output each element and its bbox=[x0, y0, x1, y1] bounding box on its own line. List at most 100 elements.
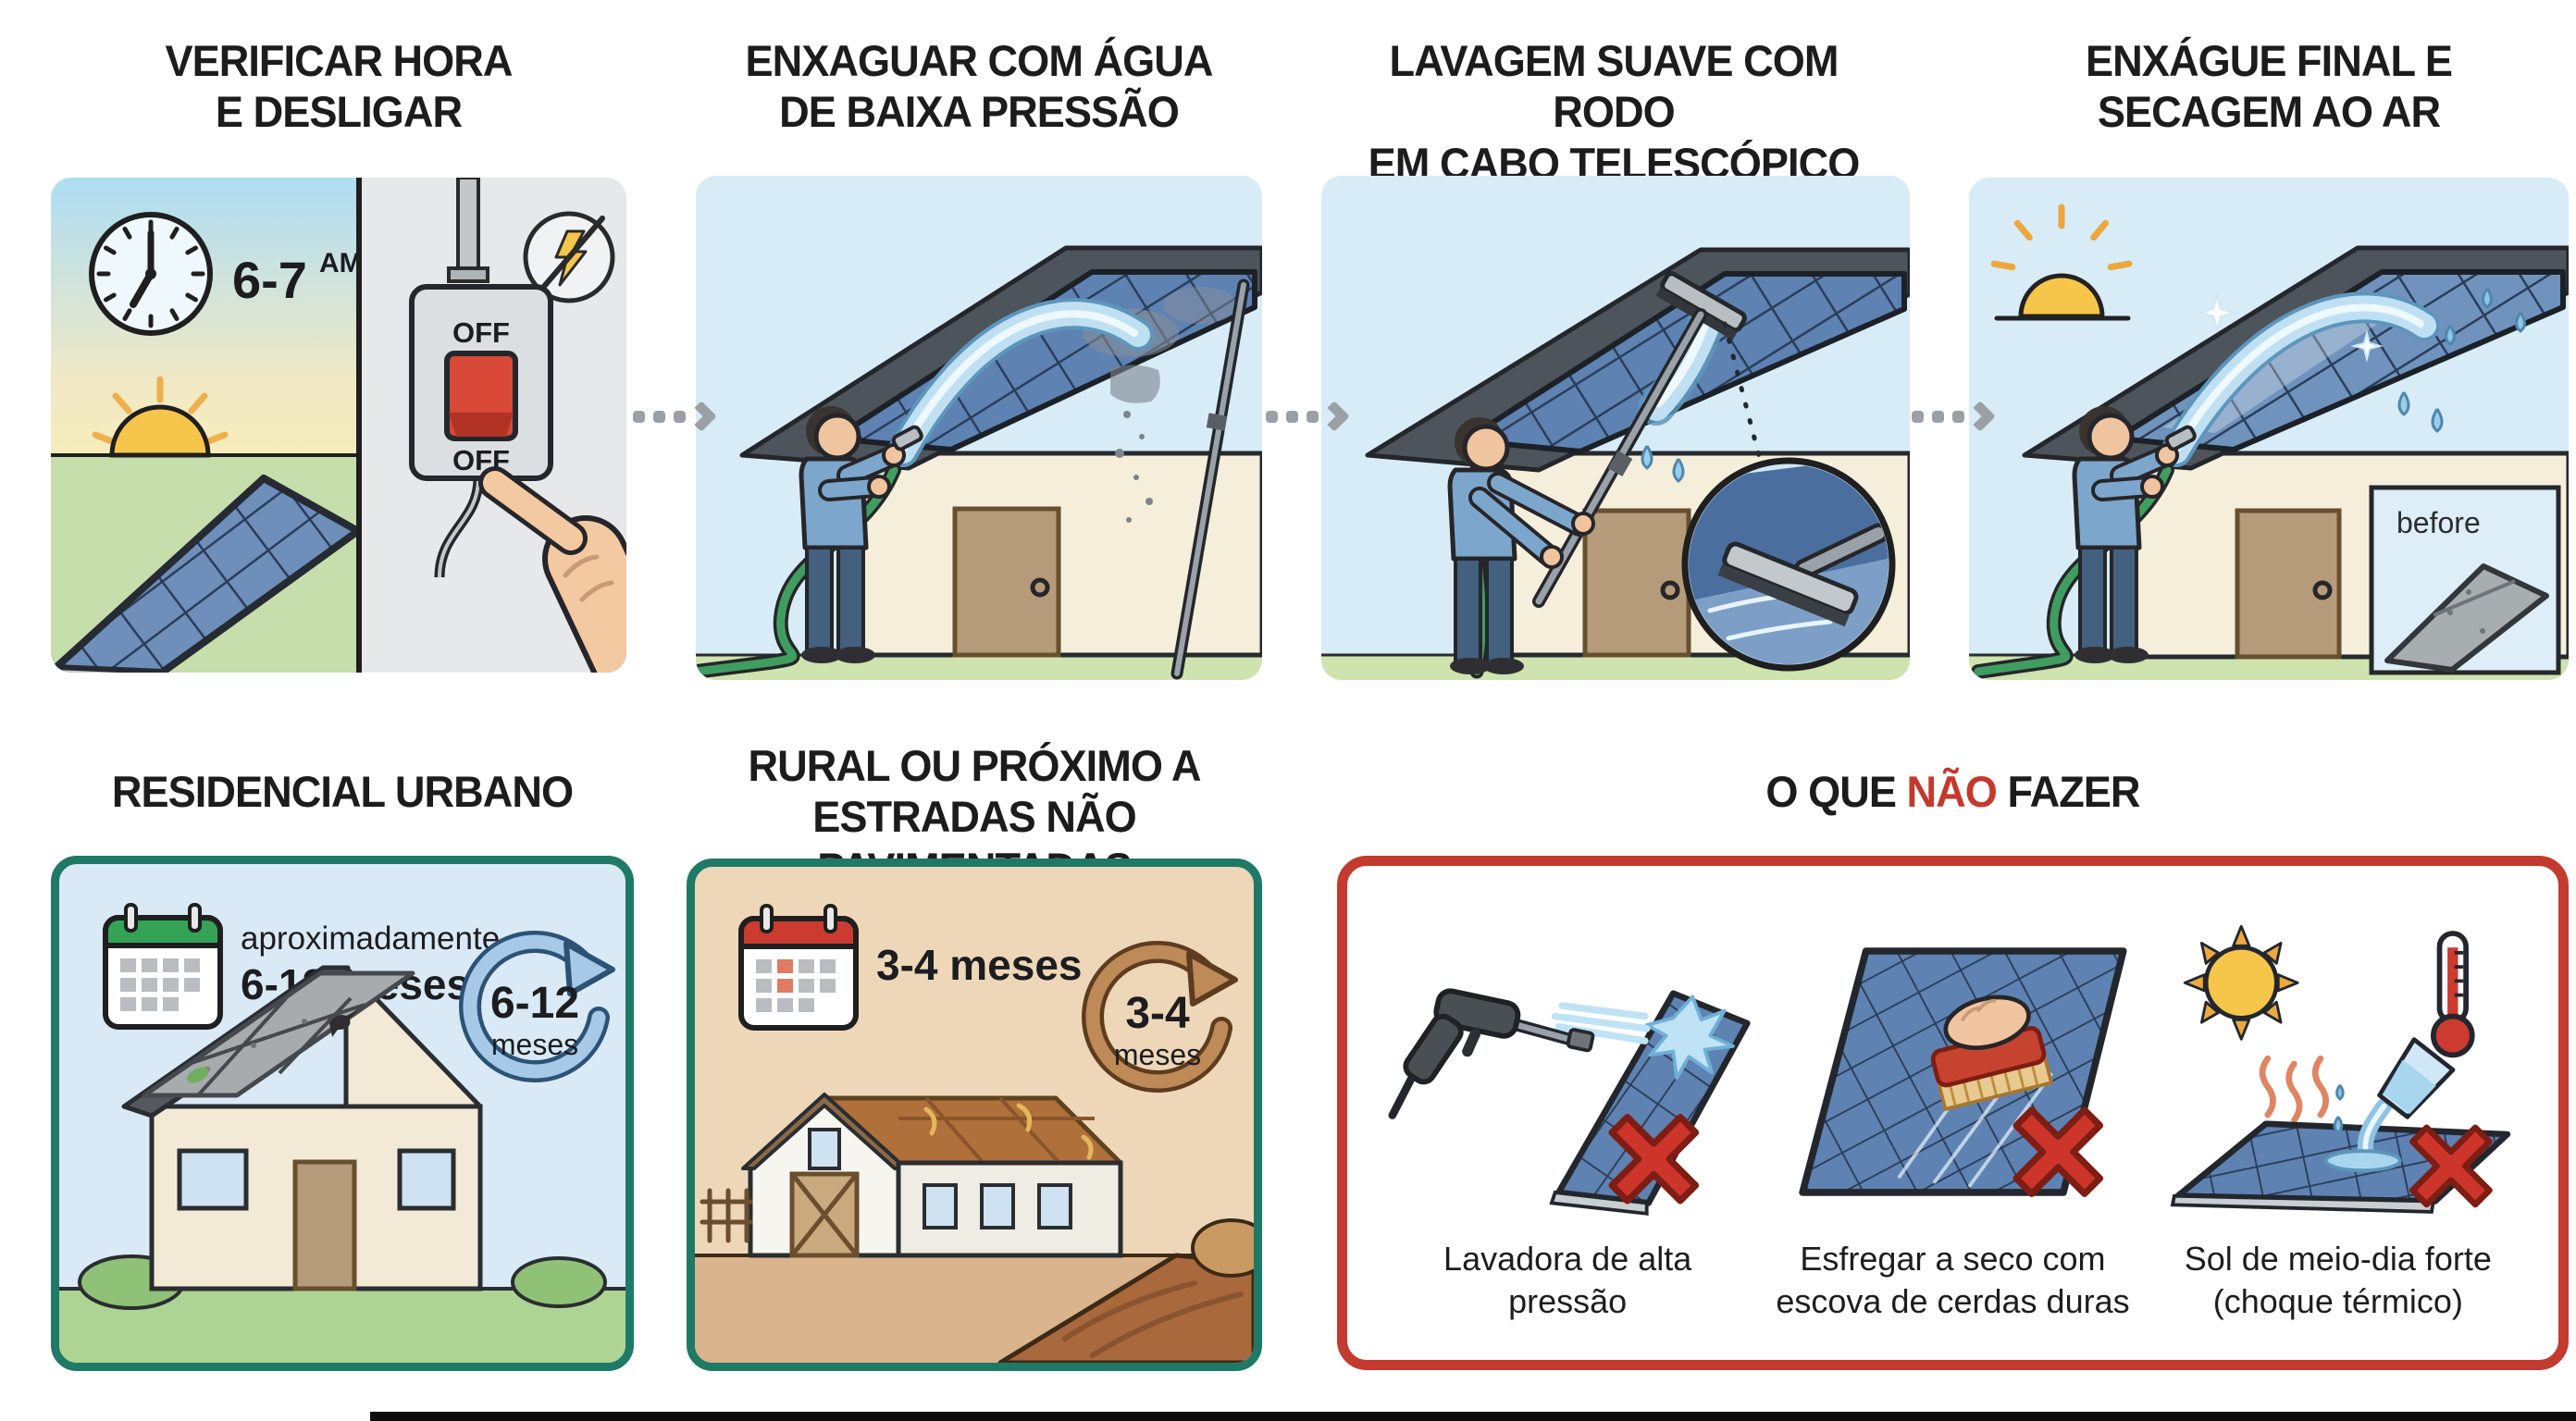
cycle-arrow-icon: 6-12 meses bbox=[459, 931, 615, 1083]
clock-icon bbox=[89, 212, 213, 336]
house-icon bbox=[78, 965, 607, 1310]
caption-line: (choque térmico) bbox=[2212, 1282, 2463, 1321]
step2-title: ENXAGUAR COM ÁGUA DE BAIXA PRESSÃO bbox=[707, 35, 1251, 138]
sunrise-sky bbox=[51, 178, 358, 455]
pressure-washer-gun bbox=[1388, 988, 1595, 1119]
sun-icon bbox=[1990, 204, 2133, 321]
step4-title-line2: SECAGEM AO AR bbox=[2097, 87, 2441, 137]
step1-title-line2: E DESLIGAR bbox=[215, 87, 463, 137]
water-jet bbox=[887, 298, 1154, 467]
bottom-edge-line bbox=[370, 1412, 2576, 1421]
caption-line: pressão bbox=[1508, 1282, 1628, 1321]
door-knob bbox=[2312, 580, 2333, 600]
pressure-washer-illustration bbox=[1388, 988, 1751, 1216]
step4-panel: before bbox=[1969, 178, 2569, 680]
rural-cycle-unit: meses bbox=[1114, 1038, 1201, 1071]
step4-illustration: before bbox=[1969, 178, 2569, 680]
water-jet bbox=[2161, 291, 2444, 467]
caption-line: Esfregar a seco com bbox=[1800, 1240, 2106, 1278]
dont-caption-thermal: Sol de meio-dia forte (choque térmico) bbox=[2185, 1238, 2492, 1323]
step1-illustration: 6-7 AM OFF OFF bbox=[51, 178, 626, 673]
switch-off-top-label: OFF bbox=[452, 316, 510, 349]
dry-brush-illustration bbox=[1799, 947, 2128, 1197]
calendar-icon bbox=[738, 904, 859, 1031]
window bbox=[177, 1148, 249, 1211]
time-range-label: 6-7 bbox=[232, 251, 307, 309]
dont-caption-brush: Esfregar a seco com escova de cerdas dur… bbox=[1776, 1238, 2129, 1323]
before-inset: before bbox=[2369, 485, 2561, 675]
dotted-arrow-icon bbox=[633, 401, 717, 432]
fence bbox=[700, 1188, 753, 1243]
pressing-hand bbox=[478, 466, 626, 673]
straw bbox=[923, 1103, 1094, 1160]
red-x-icon bbox=[2012, 1106, 2104, 1197]
sun-icon bbox=[2183, 924, 2299, 1041]
water-glass-pour bbox=[2323, 1037, 2456, 1173]
step3-title: LAVAGEM SUAVE COM RODO EM CABO TELESCÓPI… bbox=[1326, 35, 1901, 189]
gable-window bbox=[808, 1128, 841, 1170]
rural-illustration: 3-4 meses 3-4 meses bbox=[695, 904, 1254, 1363]
dont-item-pressure-washer: Lavadora de alta pressão bbox=[1375, 890, 1760, 1351]
before-label: before bbox=[2396, 506, 2481, 539]
sun-icon bbox=[92, 376, 229, 458]
step3-title-line1: LAVAGEM SUAVE COM RODO bbox=[1389, 36, 1839, 137]
dotted-arrow-icon bbox=[1266, 401, 1350, 432]
approx-label: aproximadamente bbox=[241, 921, 500, 957]
step4-title: ENXÁGUE FINAL E SECAGEM AO AR bbox=[1981, 35, 2557, 138]
window bbox=[397, 1148, 456, 1211]
dirt-runoff bbox=[1110, 365, 1160, 523]
window bbox=[980, 1183, 1015, 1229]
urban-frequency-box: aproximadamente 6-12 meses 6-12 meses bbox=[51, 856, 634, 1371]
hand bbox=[1943, 995, 2032, 1050]
leaf bbox=[187, 1067, 209, 1083]
door bbox=[292, 1159, 357, 1291]
bird bbox=[329, 1011, 357, 1037]
rural-frequency-box: 3-4 meses 3-4 meses bbox=[687, 859, 1262, 1371]
red-x-icon bbox=[2409, 1124, 2493, 1208]
no-power-icon bbox=[523, 211, 615, 303]
barn-icon bbox=[700, 1093, 1254, 1278]
donts-title-suffix: FAZER bbox=[2007, 767, 2140, 816]
dont-caption-pressure: Lavadora de alta pressão bbox=[1443, 1238, 1691, 1323]
step3-illustration bbox=[1321, 176, 1910, 680]
step2-title-line1: ENXAGUAR COM ÁGUA bbox=[745, 36, 1213, 85]
urban-illustration: aproximadamente 6-12 meses 6-12 meses bbox=[59, 903, 625, 1363]
step2-panel bbox=[696, 176, 1262, 680]
calendar-icon bbox=[103, 903, 223, 1030]
donts-title-highlight: NÃO bbox=[1906, 767, 1998, 816]
step1-title-line1: VERIFICAR HORA bbox=[165, 36, 513, 85]
person-figure bbox=[1971, 406, 2197, 679]
caption-line: Lavadora de alta bbox=[1443, 1240, 1692, 1278]
step1-title: VERIFICAR HORA E DESLIGAR bbox=[62, 35, 614, 138]
heat-waves bbox=[2259, 1055, 2329, 1124]
rural-interval-label: 3-4 meses bbox=[876, 941, 1083, 989]
dotted-arrow-icon bbox=[1912, 401, 1996, 432]
sparkle-icon bbox=[2197, 292, 2384, 363]
donts-box: Lavadora de alta pressão bbox=[1337, 856, 2569, 1370]
step2-illustration bbox=[696, 176, 1262, 680]
time-suffix-label: AM bbox=[319, 248, 363, 278]
door-knob bbox=[1030, 577, 1050, 598]
step4-title-line1: ENXÁGUE FINAL E bbox=[2086, 36, 2453, 85]
dont-item-thermal-shock: Sol de meio-dia forte (choque térmico) bbox=[2146, 890, 2531, 1351]
red-x-icon bbox=[1608, 1113, 1700, 1205]
door-knob bbox=[1660, 580, 1680, 600]
disconnect-switch: OFF OFF bbox=[409, 284, 553, 578]
telescopic-pole bbox=[1170, 278, 1250, 680]
spray-splash bbox=[1552, 995, 1736, 1081]
dont-item-dry-brush: Esfregar a seco com escova de cerdas dur… bbox=[1760, 890, 2145, 1351]
step3-panel bbox=[1321, 176, 1910, 680]
water-streaks bbox=[1638, 296, 1728, 483]
urban-title-text: RESIDENCIAL URBANO bbox=[111, 767, 574, 816]
rural-title-line1: RURAL OU PRÓXIMO A bbox=[748, 741, 1201, 790]
hose-nozzle bbox=[2164, 425, 2197, 451]
urban-cycle-unit: meses bbox=[491, 1028, 578, 1061]
scrub-brush-hand bbox=[1931, 995, 2054, 1112]
step1-panel: 6-7 AM OFF OFF bbox=[51, 178, 626, 673]
thermal-shock-illustration bbox=[2170, 924, 2511, 1214]
bush bbox=[1191, 1218, 1254, 1278]
caption-line: Sol de meio-dia forte bbox=[2184, 1240, 2492, 1278]
step2-title-line2: DE BAIXA PRESSÃO bbox=[779, 87, 1180, 137]
